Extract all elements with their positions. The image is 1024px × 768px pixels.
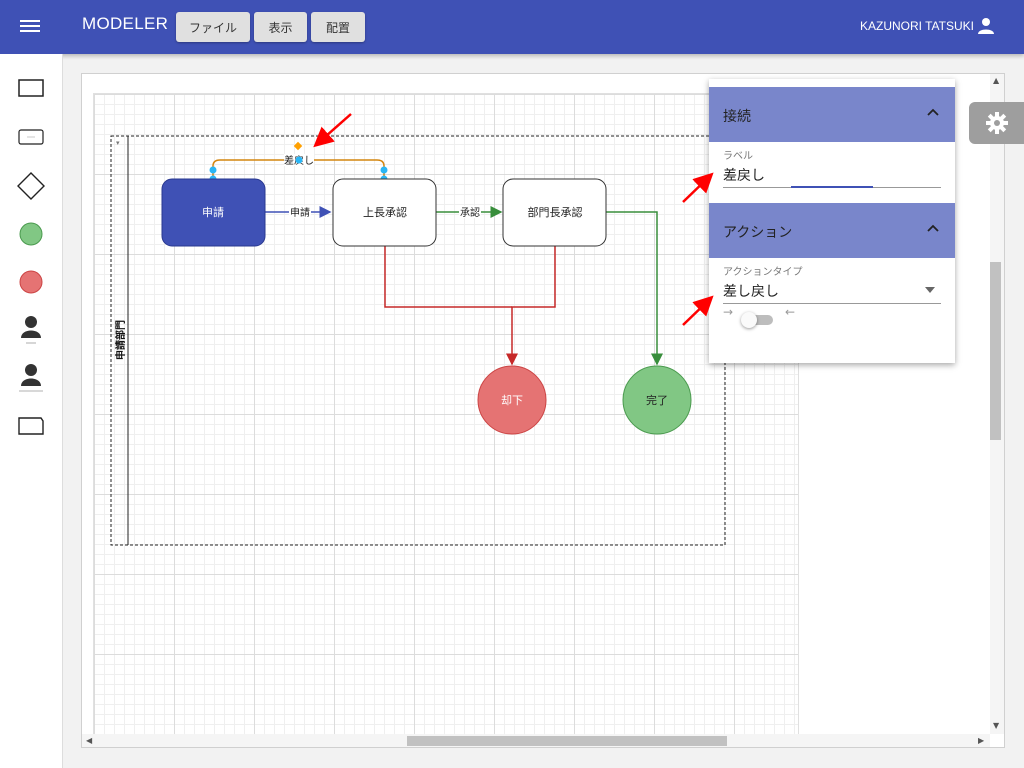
rounded-rect-shape-icon [18, 129, 44, 145]
app-title: MODELER [82, 14, 169, 33]
view-menu-button[interactable]: 表示 [254, 12, 307, 42]
property-panel: 接続 ラベル 差戻し アクション アクションタイプ 差し戻し → ← [709, 79, 955, 363]
connection-section-title: 接続 [723, 109, 751, 125]
edge-handle[interactable] [295, 156, 303, 164]
node-apply-label: 申請 [202, 205, 224, 219]
end-circle-red-icon [19, 270, 43, 294]
scroll-right-arrow-icon[interactable]: ▶ [978, 736, 985, 745]
hamburger-icon[interactable] [20, 17, 40, 37]
caret-down-icon[interactable] [925, 287, 935, 293]
edge-label-approve: 承認 [460, 206, 480, 219]
swimlane[interactable]: ▾ 申請部門 [110, 135, 726, 546]
chevron-up-icon[interactable] [927, 223, 939, 233]
tool-person[interactable] [0, 308, 62, 348]
node-reject-label: 却下 [501, 394, 523, 407]
shape-toolbox [0, 54, 63, 768]
settings-toggle[interactable] [969, 102, 1024, 144]
app-bar: MODELER ファイル 表示 配置 KAZUNORI TATSUKI [0, 0, 1024, 54]
node-chief-label: 上長承認 [363, 205, 407, 219]
direction-toggle-track[interactable] [745, 315, 773, 325]
diamond-shape-icon [17, 172, 45, 200]
action-section-title: アクション [723, 225, 793, 241]
person-shape-icon [21, 316, 41, 344]
tool-diamond[interactable] [0, 164, 62, 204]
action-type-select[interactable]: 差し戻し [723, 284, 779, 300]
label-field-focus-bar [791, 186, 873, 188]
person-group-shape-icon [19, 364, 43, 392]
end-circle-green-icon [19, 222, 43, 246]
tool-rectangle[interactable] [0, 68, 62, 108]
chevron-up-icon[interactable] [927, 107, 939, 117]
edge-handle[interactable] [380, 166, 388, 174]
action-type-underline [723, 303, 941, 304]
annotation-arrow [682, 172, 714, 203]
tool-red-circle[interactable] [0, 260, 62, 300]
document-shape-icon [18, 417, 44, 435]
edge-label-apply: 申請 [290, 206, 310, 219]
scroll-left-arrow-icon[interactable]: ◀ [86, 736, 93, 745]
layout-menu-button[interactable]: 配置 [311, 12, 365, 42]
rectangle-shape-icon [18, 79, 44, 97]
scroll-up-arrow-icon[interactable]: ▲ [993, 76, 1000, 85]
edge-manager-reject[interactable] [506, 246, 556, 366]
node-manager-approval[interactable] [502, 178, 607, 247]
edge-handle[interactable] [209, 166, 217, 174]
tool-rounded-rect[interactable] [0, 116, 62, 156]
label-field-input[interactable]: 差戻し [723, 168, 765, 184]
tool-document[interactable] [0, 406, 62, 446]
edge-chief-reject[interactable] [384, 246, 512, 308]
annotation-arrow [313, 113, 352, 148]
node-manager-label: 部門長承認 [528, 205, 583, 219]
annotation-arrow [682, 295, 714, 326]
direction-forward-icon: → [723, 305, 734, 319]
label-field-caption: ラベル [723, 151, 753, 162]
gear-icon [986, 112, 1008, 134]
node-reject[interactable] [477, 365, 547, 435]
person-icon[interactable] [977, 17, 995, 35]
connection-section-header[interactable]: 接続 [709, 87, 955, 142]
action-type-caption: アクションタイプ [723, 267, 803, 278]
vertical-scroll-thumb[interactable] [990, 262, 1001, 440]
node-done[interactable] [622, 365, 692, 435]
user-name[interactable]: KAZUNORI TATSUKI [859, 19, 974, 33]
tool-person-group[interactable] [0, 356, 62, 396]
scroll-down-arrow-icon[interactable]: ▼ [993, 721, 1000, 730]
action-section-header[interactable]: アクション [709, 203, 955, 258]
lane-label: 申請部門 [114, 320, 127, 360]
node-done-label: 完了 [646, 393, 668, 407]
lane-collapse-icon[interactable]: ▾ [116, 139, 120, 147]
node-apply[interactable] [161, 178, 266, 247]
edge-manager-done[interactable] [606, 211, 663, 366]
tool-green-circle[interactable] [0, 212, 62, 252]
node-chief-approval[interactable] [332, 178, 437, 247]
label-handle[interactable] [293, 141, 303, 151]
file-menu-button[interactable]: ファイル [176, 12, 250, 42]
direction-toggle-thumb[interactable] [741, 312, 757, 328]
direction-backward-icon: ← [785, 305, 796, 319]
horizontal-scroll-thumb[interactable] [407, 736, 727, 746]
